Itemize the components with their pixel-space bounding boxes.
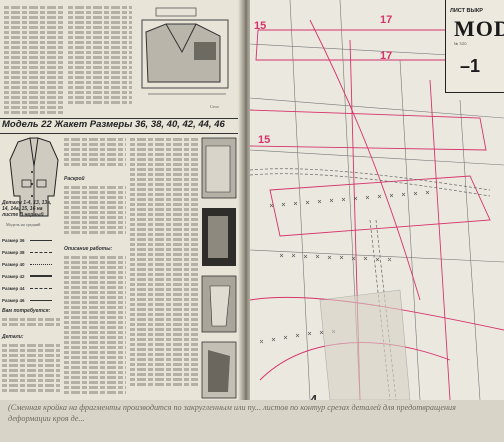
pattern-number: 17 <box>380 50 393 62</box>
cutting-text <box>64 184 126 244</box>
sewing-text-2 <box>130 136 198 398</box>
size-label: Размер 46 <box>2 297 25 303</box>
text-column-2 <box>68 4 132 114</box>
cutting-heading: Раскрой <box>64 176 85 182</box>
size-legend: Размер 36 Размер 38 Размер 40 Размер 42 … <box>2 234 52 306</box>
top-sketch <box>141 7 229 95</box>
details-list <box>2 342 60 398</box>
details-heading: Детали: <box>2 334 24 340</box>
sewing-text-1 <box>64 254 126 398</box>
title-rule <box>0 118 238 134</box>
pattern-number: 15 <box>258 134 271 146</box>
footer-text: (Сменная кройка на фрагменты производитс… <box>8 403 456 423</box>
magazine-logo: MOD <box>454 16 504 41</box>
step-illustrations <box>201 137 237 399</box>
sheet-number: –1 <box>460 56 481 76</box>
pattern-number: 15 <box>254 20 267 32</box>
pattern-piece-number: 4 <box>310 392 317 407</box>
size-label: Размер 40 <box>2 261 25 267</box>
intro-text <box>64 136 126 172</box>
pattern-number: 17 <box>380 14 393 26</box>
model-title: Модель 22 Жакет Размеры 36, 38, 40, 42, … <box>2 119 225 130</box>
materials-text <box>2 316 60 330</box>
size-label: Размер 36 <box>2 237 25 243</box>
model-note: Модель на средний <box>6 222 41 227</box>
text-column-1 <box>4 4 64 114</box>
sheet-label: ЛИСТ ВЫКР <box>450 8 483 14</box>
sizes-heading: Детали 1-4, 13, 13а, 14, 14а, 15, 16 на … <box>2 200 52 218</box>
jacket-illustration <box>9 137 59 217</box>
sheet-badge: ЛИСТ ВЫКР MOD № 7/20 –1 <box>445 0 504 93</box>
pattern-lines <box>250 0 504 401</box>
sewing-heading: Описание работы: <box>64 246 113 252</box>
issue-label: № 7/20 <box>454 42 467 46</box>
sketch-caption: Стол <box>210 104 219 109</box>
pattern-sheet: 15 17 17 15 4 ЛИСТ ВЫКР MOD № 7/20 –1 <box>250 0 504 442</box>
left-page: Стол Модель 22 Жакет Размеры 36, 38, 40,… <box>0 0 244 442</box>
footer-band <box>0 400 504 442</box>
size-label: Размер 44 <box>2 285 25 291</box>
materials-heading: Вам потребуется: <box>2 308 51 314</box>
size-label: Размер 38 <box>2 249 25 255</box>
size-label: Размер 42 <box>2 273 25 279</box>
